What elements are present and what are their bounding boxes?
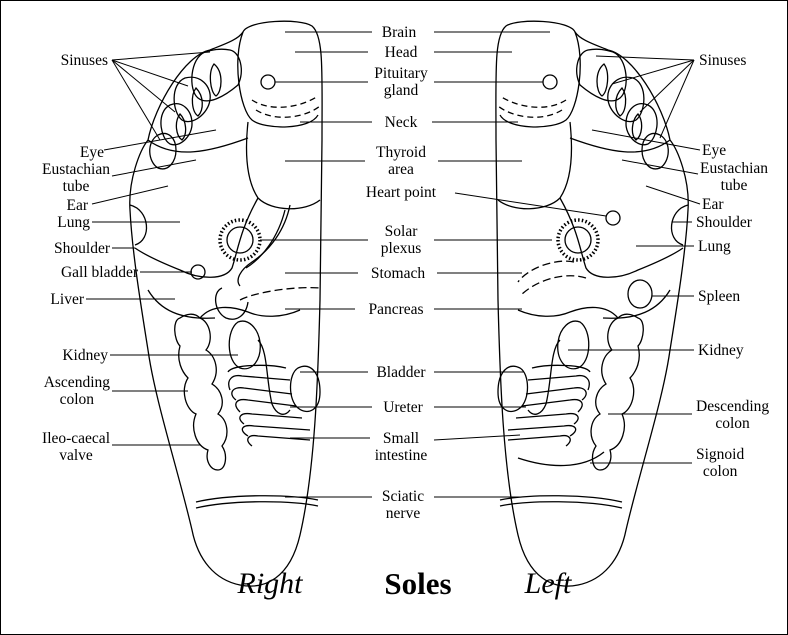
left-toe-4-tip bbox=[632, 114, 641, 140]
left-small-intestine bbox=[508, 365, 590, 446]
left-transverse-colon bbox=[518, 307, 618, 318]
label-shoulder-left-foot: Shoulder bbox=[696, 214, 752, 231]
left-stomach bbox=[518, 261, 574, 282]
left-neck-line-2 bbox=[498, 106, 562, 117]
label-descending-colon: Descending colon bbox=[696, 398, 769, 432]
left-thyroid-area bbox=[498, 122, 571, 209]
left-lung-boundary bbox=[560, 198, 683, 277]
label-sinuses-right-foot: Sinuses bbox=[61, 52, 108, 69]
right-gallbladder bbox=[246, 210, 285, 268]
label-spleen: Spleen bbox=[698, 288, 740, 305]
label-lung-left-foot: Lung bbox=[698, 238, 731, 255]
label-signoid-colon: Signoid colon bbox=[696, 446, 744, 480]
right-small-intestine bbox=[228, 365, 310, 446]
left-foot bbox=[496, 21, 688, 586]
label-eye-left-foot: Eye bbox=[702, 142, 726, 159]
label-ascending-colon: Ascending colon bbox=[44, 374, 110, 408]
label-neck: Neck bbox=[385, 114, 418, 131]
label-sinuses-left-foot: Sinuses bbox=[699, 52, 746, 69]
label-eye-right-foot: Eye bbox=[80, 144, 104, 161]
right-diaphragm bbox=[148, 138, 248, 152]
left-kidney bbox=[558, 321, 589, 369]
caption-soles: Soles bbox=[384, 568, 451, 600]
label-pituitary-gland: Pituitary gland bbox=[374, 65, 427, 99]
label-bladder: Bladder bbox=[376, 364, 425, 381]
left-sigmoid-colon bbox=[518, 452, 604, 466]
right-duodenum bbox=[216, 288, 248, 319]
right-thyroid-area bbox=[247, 122, 320, 209]
right-heel-line-2 bbox=[196, 502, 318, 508]
right-neck-line bbox=[252, 96, 318, 107]
right-pancreas bbox=[240, 288, 320, 300]
left-pituitary bbox=[543, 75, 557, 89]
right-neck-line-2 bbox=[256, 106, 320, 117]
label-liver: Liver bbox=[50, 291, 84, 308]
left-toe-3-tip bbox=[616, 88, 626, 116]
label-solar-plexus: Solar plexus bbox=[381, 223, 421, 257]
label-sciatic-nerve: Sciatic nerve bbox=[382, 488, 424, 522]
left-heel-line-2 bbox=[500, 502, 622, 508]
left-descending-colon bbox=[591, 314, 643, 470]
right-kidney bbox=[229, 321, 260, 369]
label-ureter: Ureter bbox=[383, 399, 423, 416]
right-toe-2-tip bbox=[210, 64, 221, 96]
right-gall-bladder-dot bbox=[191, 265, 205, 279]
label-brain: Brain bbox=[382, 24, 416, 41]
caption-left: Left bbox=[525, 568, 572, 600]
label-ileo-caecal-valve: Ileo-caecal valve bbox=[42, 430, 110, 464]
left-big-toe bbox=[500, 32, 580, 127]
label-pancreas: Pancreas bbox=[368, 301, 423, 318]
label-shoulder-right-foot: Shoulder bbox=[54, 240, 110, 257]
left-spleen bbox=[628, 280, 652, 308]
label-lung-right-foot: Lung bbox=[57, 214, 90, 231]
right-foot bbox=[130, 21, 322, 586]
right-toe-3-tip bbox=[192, 88, 202, 116]
label-thyroid-area: Thyroid area bbox=[376, 144, 426, 178]
label-eustachian-tube-left-foot: Eustachian tube bbox=[700, 160, 768, 194]
right-stomach bbox=[238, 205, 290, 286]
left-toe-2-tip bbox=[597, 64, 608, 96]
label-ear-right-foot: Ear bbox=[66, 197, 88, 214]
left-diaphragm bbox=[570, 138, 670, 152]
label-ear-left-foot: Ear bbox=[702, 196, 724, 213]
left-neck-line bbox=[500, 96, 566, 107]
label-kidney-left-foot: Kidney bbox=[698, 342, 744, 359]
label-stomach: Stomach bbox=[371, 265, 425, 282]
label-heart-point: Heart point bbox=[366, 184, 436, 201]
label-kidney-right-foot: Kidney bbox=[62, 347, 108, 364]
label-eustachian-tube-right-foot: Eustachian tube bbox=[42, 161, 110, 195]
caption-right: Right bbox=[238, 568, 303, 600]
right-pituitary bbox=[261, 75, 275, 89]
left-heart-point bbox=[606, 211, 620, 225]
label-gall-bladder: Gall bladder bbox=[61, 264, 138, 281]
left-pancreas bbox=[520, 276, 586, 296]
label-small-intestine: Small intestine bbox=[375, 430, 428, 464]
right-big-toe bbox=[238, 32, 318, 127]
label-head: Head bbox=[385, 44, 418, 61]
right-ascending-colon bbox=[175, 314, 227, 470]
